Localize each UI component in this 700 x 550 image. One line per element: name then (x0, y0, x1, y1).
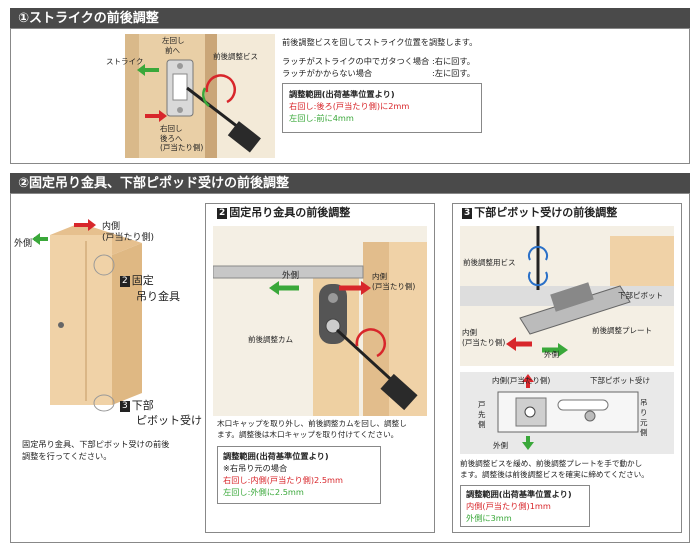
fixed-hinge-num: 2 (120, 276, 130, 287)
panel3-range-title: 調整範囲(出荷基準位置より) (466, 489, 572, 499)
plan-label-hang-1: 吊 (640, 398, 648, 407)
door-label-stop: (戸当たり側) (102, 233, 155, 243)
panel2-desc-1: 木口キャップを取り外し、前後調整カムを回し、調整し (217, 419, 407, 428)
panel3-label-stop: (戸当たり側) (462, 338, 506, 347)
fixed-hinge-label-1: 固定 (131, 274, 154, 287)
pivot-label-2: ピボット受け (136, 414, 202, 427)
panel2-label-outer: 外側 (282, 271, 300, 281)
label-left-rotation: 左回し (162, 36, 185, 45)
panel2-desc-2: ます。調整後は木口キャップを取り付けてください。 (217, 430, 399, 439)
section1-range-box: 調整範囲(出荷基準位置より) 右回し:後ろ(戸当たり側)に2mm 左回し:前に4… (282, 83, 482, 133)
panel2-range-left: 左回し:外側に2.5mm (223, 487, 304, 497)
plan-label-door-2: 先 (478, 410, 486, 419)
label-right-rotation: 右回し (160, 124, 183, 133)
panel2-num: 2 (217, 208, 228, 219)
fixed-hinge-illustration (213, 226, 427, 416)
panel3-title-text: 下部ピボット受けの前後調整 (474, 206, 618, 219)
panel3-range-box: 調整範囲(出荷基準位置より) 内側(戸当たり側)1mm 外側に3mm (460, 485, 590, 527)
section2-note-1: 固定吊り金具、下部ピボット受けの前後 (22, 439, 170, 449)
section2-note-2: 調整を行ってください。 (22, 451, 112, 461)
plan-label-door-1: 戸 (478, 400, 486, 409)
plan-label-hang-4: 側 (640, 428, 648, 437)
plan-label-outer: 外側 (493, 441, 508, 450)
door-label-inner: 内側 (102, 222, 121, 232)
plan-label-inner: 内側(戸当たり側) (492, 376, 551, 385)
pivot-num: 3 (120, 401, 130, 412)
panel2-range-box: 調整範囲(出荷基準位置より) ※右吊り元の場合 右回し:内側(戸当たり側)2.5… (217, 446, 381, 504)
row1-action: :右に回す。 (432, 56, 475, 66)
range-right: 右回し:後ろ(戸当たり側)に2mm (289, 101, 410, 111)
row2-condition: ラッチがかからない場合 (282, 68, 373, 78)
panel3-label-plate: 前後調整プレート (592, 326, 652, 335)
strike-illustration (125, 34, 275, 158)
section1-description: 前後調整ビスを回してストライク位置を調整します。 (282, 37, 478, 47)
label-stop-side: (戸当たり側) (160, 143, 204, 152)
fixed-hinge-label-2: 吊り金具 (136, 290, 180, 303)
panel2-range-title: 調整範囲(出荷基準位置より) (223, 451, 329, 461)
plan-label-hang-3: 元 (640, 418, 648, 427)
door-label-outer: 外側 (14, 239, 33, 249)
pivot-plan-svg (497, 374, 639, 450)
pivot-label-1: 下部 (131, 399, 154, 412)
label-adjust-screw: 前後調整ビス (213, 52, 258, 61)
panel2-label-inner: 内側 (372, 272, 387, 281)
panel3-label-outer: 外側 (544, 350, 559, 359)
panel2-range-right: 右回し:内側(戸当たり側)2.5mm (223, 475, 343, 485)
label-front: 前へ (165, 46, 180, 55)
panel3-label-pivot: 下部ピボット (618, 291, 663, 300)
plan-label-pivot-receiver: 下部ピボット受け (590, 376, 650, 385)
plan-label-door-3: 側 (478, 420, 486, 429)
row2-action: :左に回す。 (432, 68, 475, 78)
pivot-illustration (460, 226, 674, 366)
panel3-range-outer: 外側に3mm (466, 513, 512, 523)
panel2-range-note: ※右吊り元の場合 (223, 463, 288, 473)
door-illustration (32, 219, 142, 412)
section2-header: ②固定吊り金具、下部ピポッド受けの前後調整 (10, 173, 690, 193)
panel3-num: 3 (462, 208, 473, 219)
panel3-desc-1: 前後調整ビスを緩め、前後調整プレートを手で動かし (460, 459, 643, 468)
panel2-label-stop: (戸当たり側) (372, 282, 416, 291)
panel2-label-cam: 前後調整カム (248, 335, 293, 344)
section1-header: ①ストライクの前後調整 (10, 8, 690, 28)
panel3-label-screw: 前後調整用ビス (463, 258, 516, 267)
row1-condition: ラッチがストライクの中でガタつく場合 (282, 56, 430, 66)
panel3-label-inner: 内側 (462, 328, 477, 337)
range-title: 調整範囲(出荷基準位置より) (289, 89, 395, 99)
panel2-title-text: 固定吊り金具の前後調整 (229, 206, 351, 219)
plan-label-hang-2: り (640, 408, 648, 417)
label-back: 後ろへ (160, 134, 183, 143)
panel3-desc-2: ます。調整後は前後調整ビスを確実に締めてください。 (460, 470, 649, 479)
range-left: 左回し:前に4mm (289, 113, 354, 123)
panel3-range-inner: 内側(戸当たり側)1mm (466, 501, 551, 511)
label-strike: ストライク (106, 57, 144, 66)
